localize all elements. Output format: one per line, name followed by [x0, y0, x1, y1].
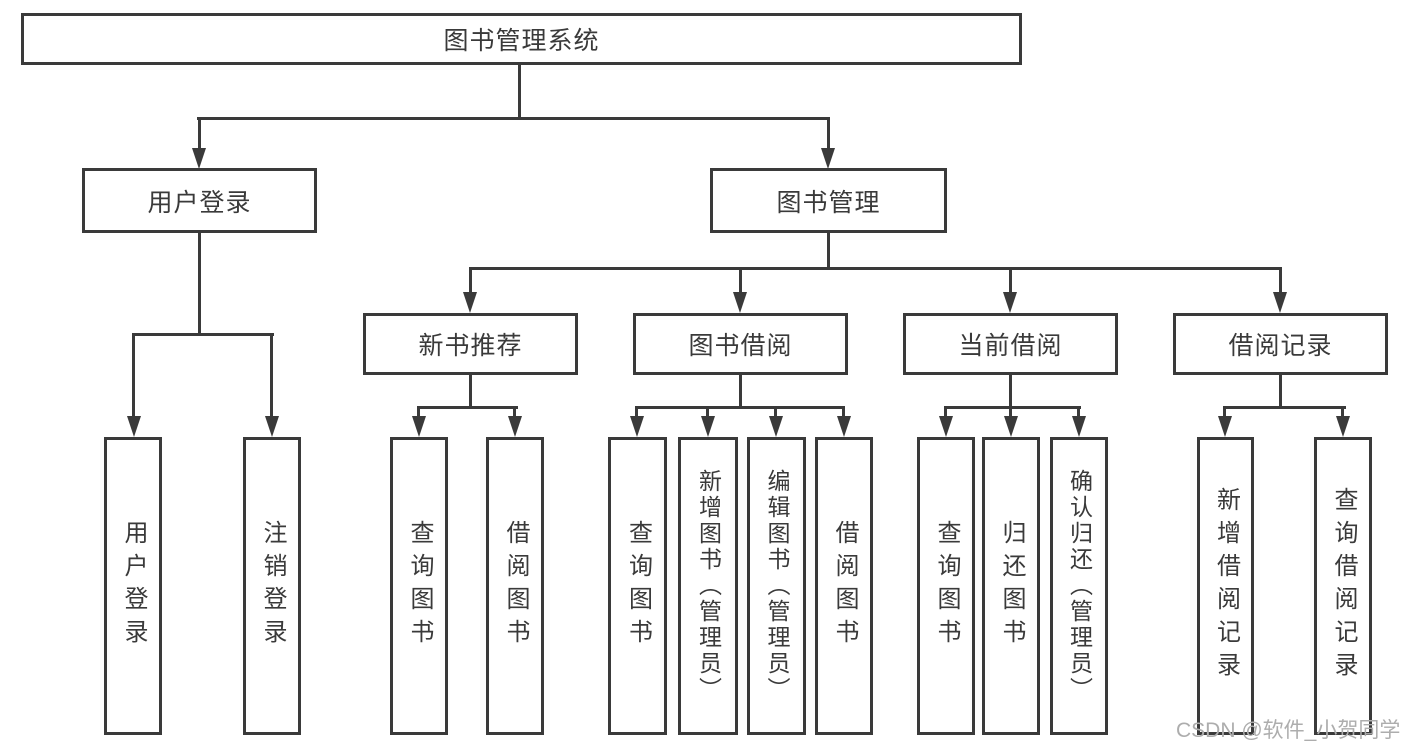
leaf-query-book-3-label: 查询图书	[933, 520, 960, 652]
arrow-down-icon	[1003, 292, 1017, 313]
connector-line	[1009, 375, 1012, 409]
node-book-management-label: 图书管理	[776, 188, 881, 217]
arrow-down-icon	[192, 148, 206, 169]
arrow-down-icon	[630, 416, 644, 437]
leaf-query-book-1: 查询图书	[390, 437, 448, 735]
leaf-confirm-return-admin: 确认归还（管理员）	[1050, 437, 1108, 735]
leaf-logout-label: 注销登录	[259, 520, 286, 652]
connector-line	[827, 233, 830, 270]
node-current-borrow-label: 当前借阅	[958, 332, 1063, 360]
arrow-down-icon	[769, 416, 783, 437]
arrow-down-icon	[733, 292, 747, 313]
arrow-down-icon	[1072, 416, 1086, 437]
arrow-down-icon	[508, 416, 522, 437]
arrow-down-icon	[837, 416, 851, 437]
node-book-management: 图书管理	[710, 168, 947, 233]
leaf-query-book-1-label: 查询图书	[406, 520, 433, 652]
arrow-down-icon	[412, 416, 426, 437]
connector-line	[197, 117, 830, 120]
node-root: 图书管理系统	[21, 13, 1022, 65]
connector-line	[1279, 267, 1282, 295]
leaf-add-borrow-record-label: 新增借阅记录	[1212, 487, 1240, 685]
leaf-user-login: 用户登录	[104, 437, 162, 735]
leaf-borrow-book-2-label: 借阅图书	[831, 520, 858, 652]
connector-line	[518, 65, 521, 120]
connector-line	[198, 233, 201, 336]
leaf-query-book-3: 查询图书	[917, 437, 975, 735]
watermark: CSDN @软件_小贺同学	[1176, 719, 1401, 742]
arrow-down-icon	[1004, 416, 1018, 437]
connector-line	[706, 406, 709, 420]
connector-line	[417, 406, 420, 420]
node-root-label: 图书管理系统	[443, 27, 600, 55]
node-user-login-label: 用户登录	[147, 188, 252, 217]
connector-line	[739, 267, 742, 295]
arrow-down-icon	[463, 292, 477, 313]
connector-line	[469, 267, 1282, 270]
node-borrow-record: 借阅记录	[1173, 313, 1388, 375]
connector-line	[417, 406, 518, 409]
connector-line	[1009, 267, 1012, 295]
connector-line	[198, 117, 201, 151]
node-current-borrow: 当前借阅	[903, 313, 1118, 375]
arrow-down-icon	[821, 148, 835, 169]
connector-line	[1341, 406, 1344, 420]
arrow-down-icon	[1336, 416, 1350, 437]
leaf-add-book-admin: 新增图书（管理员）	[678, 437, 738, 735]
connector-line	[1009, 406, 1012, 420]
node-book-borrow: 图书借阅	[633, 313, 848, 375]
leaf-add-borrow-record: 新增借阅记录	[1197, 437, 1254, 735]
connector-line	[739, 375, 742, 409]
node-new-book-recommend: 新书推荐	[363, 313, 578, 375]
connector-line	[1223, 406, 1226, 420]
arrow-down-icon	[265, 416, 279, 437]
leaf-borrow-book-1: 借阅图书	[486, 437, 544, 735]
arrow-down-icon	[1273, 292, 1287, 313]
node-borrow-record-label: 借阅记录	[1228, 332, 1333, 360]
leaf-edit-book-admin-label: 编辑图书（管理员）	[764, 469, 790, 703]
leaf-query-borrow-record-label: 查询借阅记录	[1330, 487, 1357, 685]
arrow-down-icon	[127, 416, 141, 437]
leaf-query-book-2-label: 查询图书	[624, 520, 652, 652]
arrow-down-icon	[701, 416, 715, 437]
leaf-return-book-label: 归还图书	[998, 520, 1025, 652]
connector-line	[944, 406, 947, 420]
leaf-borrow-book-1-label: 借阅图书	[502, 520, 529, 652]
leaf-edit-book-admin: 编辑图书（管理员）	[747, 437, 806, 735]
connector-line	[944, 406, 1081, 409]
leaf-confirm-return-admin-label: 确认归还（管理员）	[1066, 469, 1093, 703]
leaf-return-book: 归还图书	[982, 437, 1040, 735]
leaf-query-book-2: 查询图书	[608, 437, 667, 735]
connector-line	[1077, 406, 1080, 420]
connector-line	[827, 117, 830, 151]
connector-line	[132, 333, 274, 336]
connector-line	[842, 406, 845, 420]
connector-line	[1279, 375, 1282, 409]
connector-line	[469, 267, 472, 295]
connector-line	[635, 406, 638, 420]
arrow-down-icon	[939, 416, 953, 437]
leaf-borrow-book-2: 借阅图书	[815, 437, 873, 735]
node-book-borrow-label: 图书借阅	[688, 332, 793, 360]
node-user-login: 用户登录	[82, 168, 317, 233]
leaf-query-borrow-record: 查询借阅记录	[1314, 437, 1372, 735]
arrow-down-icon	[1218, 416, 1232, 437]
connector-line	[132, 333, 135, 420]
connector-line	[469, 375, 472, 409]
leaf-logout: 注销登录	[243, 437, 301, 735]
connector-line	[513, 406, 516, 420]
node-new-book-recommend-label: 新书推荐	[418, 332, 523, 360]
connector-line	[270, 333, 273, 420]
connector-line	[1223, 406, 1346, 409]
leaf-add-book-admin-label: 新增图书（管理员）	[695, 469, 722, 703]
connector-line	[774, 406, 777, 420]
connector-line	[635, 406, 845, 409]
leaf-user-login-label: 用户登录	[120, 520, 147, 652]
